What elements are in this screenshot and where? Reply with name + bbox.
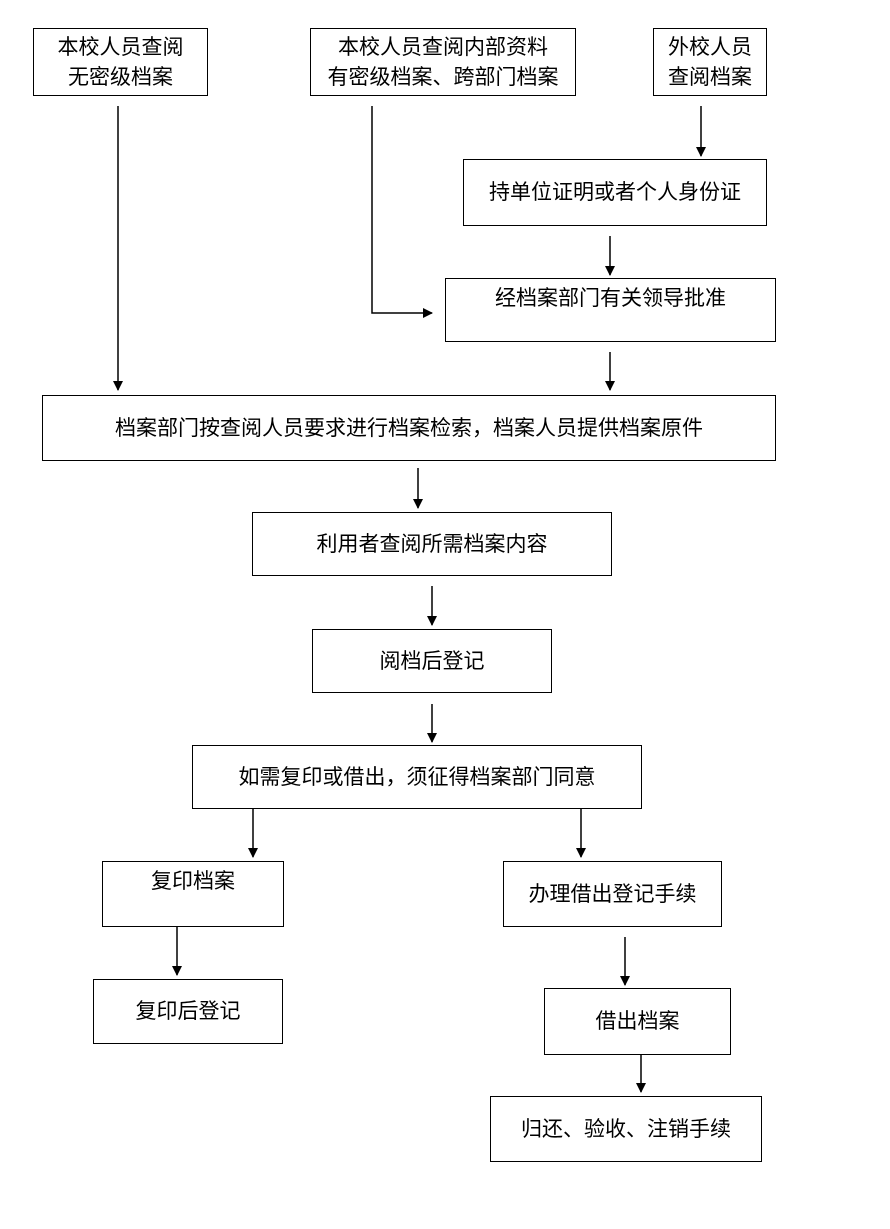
arrow-classified-to-approval <box>371 106 433 318</box>
box-credentials-label: 持单位证明或者个人身份证 <box>489 180 741 205</box>
box-copy-or-borrow-label: 如需复印或借出，须征得档案部门同意 <box>238 764 596 789</box>
box-credentials: 持单位证明或者个人身份证 <box>463 159 767 226</box>
box-borrow: 借出档案 <box>544 988 731 1055</box>
box-copy-or-borrow: 如需复印或借出，须征得档案部门同意 <box>192 745 642 809</box>
box-borrow-procedure-label: 办理借出登记手续 <box>528 881 697 906</box>
box-copy: 复印档案 <box>102 861 284 927</box>
box-return: 归还、验收、注销手续 <box>490 1096 762 1162</box>
box-retrieval: 档案部门按查阅人员要求进行档案检索，档案人员提供档案原件 <box>42 395 776 461</box>
box-borrow-procedure: 办理借出登记手续 <box>503 861 722 927</box>
box-consult-label: 利用者查阅所需档案内容 <box>316 531 548 556</box>
box-copy-label: 复印档案 <box>151 869 235 893</box>
box-approval-label: 经档案部门有关领导批准 <box>495 286 726 310</box>
box-external: 外校人员 查阅档案 <box>653 28 767 96</box>
box-internal-classified-label: 本校人员查阅内部资料 有密级档案、跨部门档案 <box>327 34 559 89</box>
box-borrow-label: 借出档案 <box>595 1009 680 1034</box>
box-return-label: 归还、验收、注销手续 <box>521 1116 731 1141</box>
box-external-label: 外校人员 查阅档案 <box>668 34 752 89</box>
box-consult: 利用者查阅所需档案内容 <box>252 512 612 576</box>
box-register-after-label: 阅档后登记 <box>379 648 485 673</box>
box-copy-register-label: 复印后登记 <box>135 999 241 1024</box>
box-retrieval-label: 档案部门按查阅人员要求进行档案检索，档案人员提供档案原件 <box>115 415 703 440</box>
box-internal-unclassified-label: 本校人员查阅 无密级档案 <box>57 34 184 89</box>
box-copy-register: 复印后登记 <box>93 979 283 1044</box>
box-internal-unclassified: 本校人员查阅 无密级档案 <box>33 28 208 96</box>
box-register-after: 阅档后登记 <box>312 629 552 693</box>
box-approval: 经档案部门有关领导批准 <box>445 278 776 342</box>
box-internal-classified: 本校人员查阅内部资料 有密级档案、跨部门档案 <box>310 28 576 96</box>
